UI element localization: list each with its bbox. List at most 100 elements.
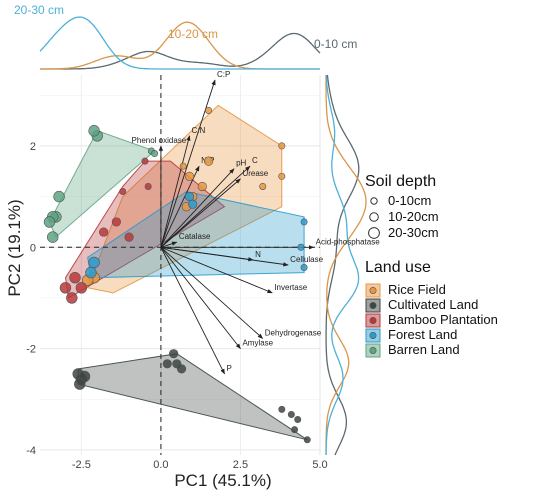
point-forest-land-2 <box>300 218 308 226</box>
top-density-depth-0-10cm <box>40 32 321 70</box>
point-cultivated-land-9 <box>287 410 295 418</box>
top-density-curves <box>39 16 321 70</box>
point-cultivated-land-4 <box>169 349 179 359</box>
legend-land-label-barren-land: Barren Land <box>388 342 460 357</box>
point-cultivated-land-12 <box>291 426 299 434</box>
right-density-depth-20-30cm <box>325 74 360 455</box>
loading-arrow-urease <box>160 178 241 248</box>
legend-land-marker-forest-land <box>369 331 377 339</box>
y-tick-label-0: -4 <box>26 445 36 457</box>
legend-land-label-rice-field: Rice Field <box>388 282 446 297</box>
y-tick-label-2: 0 <box>30 242 36 254</box>
y-axis-title: PC2 (19.1%) <box>5 199 24 296</box>
legend-depth-label-20-30cm: 20-30cm <box>388 225 439 240</box>
loading-label-acid-phosphatase: Acid-phosphatase <box>316 237 381 246</box>
legend-depth-label-0-10cm: 0-10cm <box>388 193 431 208</box>
loading-arrow-cellulase <box>160 246 289 267</box>
point-cultivated-land-11 <box>303 436 311 444</box>
point-forest-land-3 <box>297 243 305 251</box>
y-tick-label-3: 2 <box>30 141 36 153</box>
point-rice-field-0 <box>205 106 213 114</box>
point-barren-land-1 <box>88 125 100 137</box>
point-rice-field-7 <box>179 162 187 170</box>
point-forest-land-1 <box>188 199 198 209</box>
depth-density-label-0-10-cm: 0-10 cm <box>314 37 357 51</box>
loading-label-phenol-oxidase: Phenol oxidase <box>132 136 187 145</box>
loading-label-catalase: Catalase <box>179 232 211 241</box>
point-rice-field-4 <box>204 156 214 166</box>
point-rice-field-2 <box>278 172 286 180</box>
legend-depth-marker-20-30cm <box>368 227 380 239</box>
legend-land-marker-cultivated-land <box>369 301 377 309</box>
legend-depth-marker-0-10cm <box>370 197 378 205</box>
plot-panel-background <box>40 75 320 455</box>
point-bamboo-plantation-4 <box>111 217 121 227</box>
point-rice-field-3 <box>259 182 267 190</box>
x-tick-label-1: 0.0 <box>153 459 168 471</box>
right-density-curves <box>325 74 367 456</box>
legend-depth-label-10-20cm: 10-20cm <box>388 209 439 224</box>
loading-label-dehydrogenase: Dehydrogenase <box>265 328 322 337</box>
loading-arrow-ph <box>160 168 235 248</box>
depth-density-label-20-30-cm: 20-30 cm <box>14 3 64 17</box>
loading-arrow-invertase <box>160 246 273 294</box>
point-cultivated-land-10 <box>294 416 302 424</box>
legend-depth-marker-10-20cm <box>369 212 379 222</box>
legend-land-label-bamboo-plantation: Bamboo Plantation <box>388 312 498 327</box>
loading-arrow-c-n <box>160 135 191 248</box>
depth-density-label-10-20-cm: 10-20 cm <box>168 27 218 41</box>
x-tick-label-2: 2.5 <box>233 459 248 471</box>
loading-arrow-amylase <box>160 246 241 350</box>
loading-arrow-catalase <box>160 241 178 248</box>
loading-label-ph: pH <box>236 159 246 168</box>
point-forest-land-4 <box>300 264 308 272</box>
data-points <box>43 106 311 444</box>
loading-arrow-c <box>160 165 251 248</box>
legend-land-marker-rice-field <box>369 286 377 294</box>
legend-land-marker-bamboo-plantation <box>369 316 377 324</box>
loading-label-n: N <box>255 250 261 259</box>
depth-density-labels: 20-30 cm 10-20 cm 0-10 cm <box>14 3 357 51</box>
loading-arrow-dehydrogenase <box>160 246 264 339</box>
point-forest-land-5 <box>88 256 100 269</box>
point-rice-field-1 <box>278 142 286 150</box>
point-cultivated-land-8 <box>278 405 286 413</box>
loading-label-cellulase: Cellulase <box>290 255 323 264</box>
y-tick-label-1: -2 <box>26 344 36 356</box>
legend-soil-depth-title: Soil depth <box>365 173 436 190</box>
legend-land-use-title: Land use <box>365 259 431 276</box>
point-rice-field-5 <box>197 181 207 192</box>
point-bamboo-plantation-2 <box>144 182 152 190</box>
hull-forest-land <box>87 190 305 279</box>
point-cultivated-land-6 <box>176 364 187 374</box>
point-bamboo-plantation-8 <box>66 292 78 304</box>
loading-arrow-c-p <box>160 79 216 248</box>
point-cultivated-land-7 <box>162 359 172 369</box>
legend-land-label-cultivated-land: Cultivated Land <box>388 297 478 312</box>
x-tick-label-0: -2.5 <box>72 459 91 471</box>
legend-land-label-forest-land: Forest Land <box>388 327 457 342</box>
loading-arrow-p <box>160 247 225 375</box>
hull-bamboo-plantation <box>64 160 226 299</box>
top-density-depth-20-30cm <box>39 16 320 70</box>
point-barren-land-8 <box>47 231 59 243</box>
point-barren-land-3 <box>151 150 159 158</box>
loading-label-c-n: C:N <box>192 126 206 135</box>
loading-arrow-n-p <box>160 165 200 248</box>
loading-label-amylase: Amylase <box>242 339 273 348</box>
loading-label-urease: Urease <box>242 169 268 178</box>
point-bamboo-plantation-3 <box>99 227 109 237</box>
group-hulls <box>48 104 308 441</box>
loading-label-invertase: Invertase <box>274 283 307 292</box>
point-bamboo-plantation-5 <box>124 232 134 242</box>
right-density-depth-0-10cm <box>325 74 360 456</box>
point-bamboo-plantation-1 <box>141 157 149 165</box>
legend-land-marker-barren-land <box>369 346 377 354</box>
point-rice-field-6 <box>184 171 195 181</box>
x-axis-title: PC1 (45.1%) <box>174 471 271 490</box>
point-bamboo-plantation-9 <box>75 282 88 294</box>
point-forest-land-6 <box>85 266 97 279</box>
